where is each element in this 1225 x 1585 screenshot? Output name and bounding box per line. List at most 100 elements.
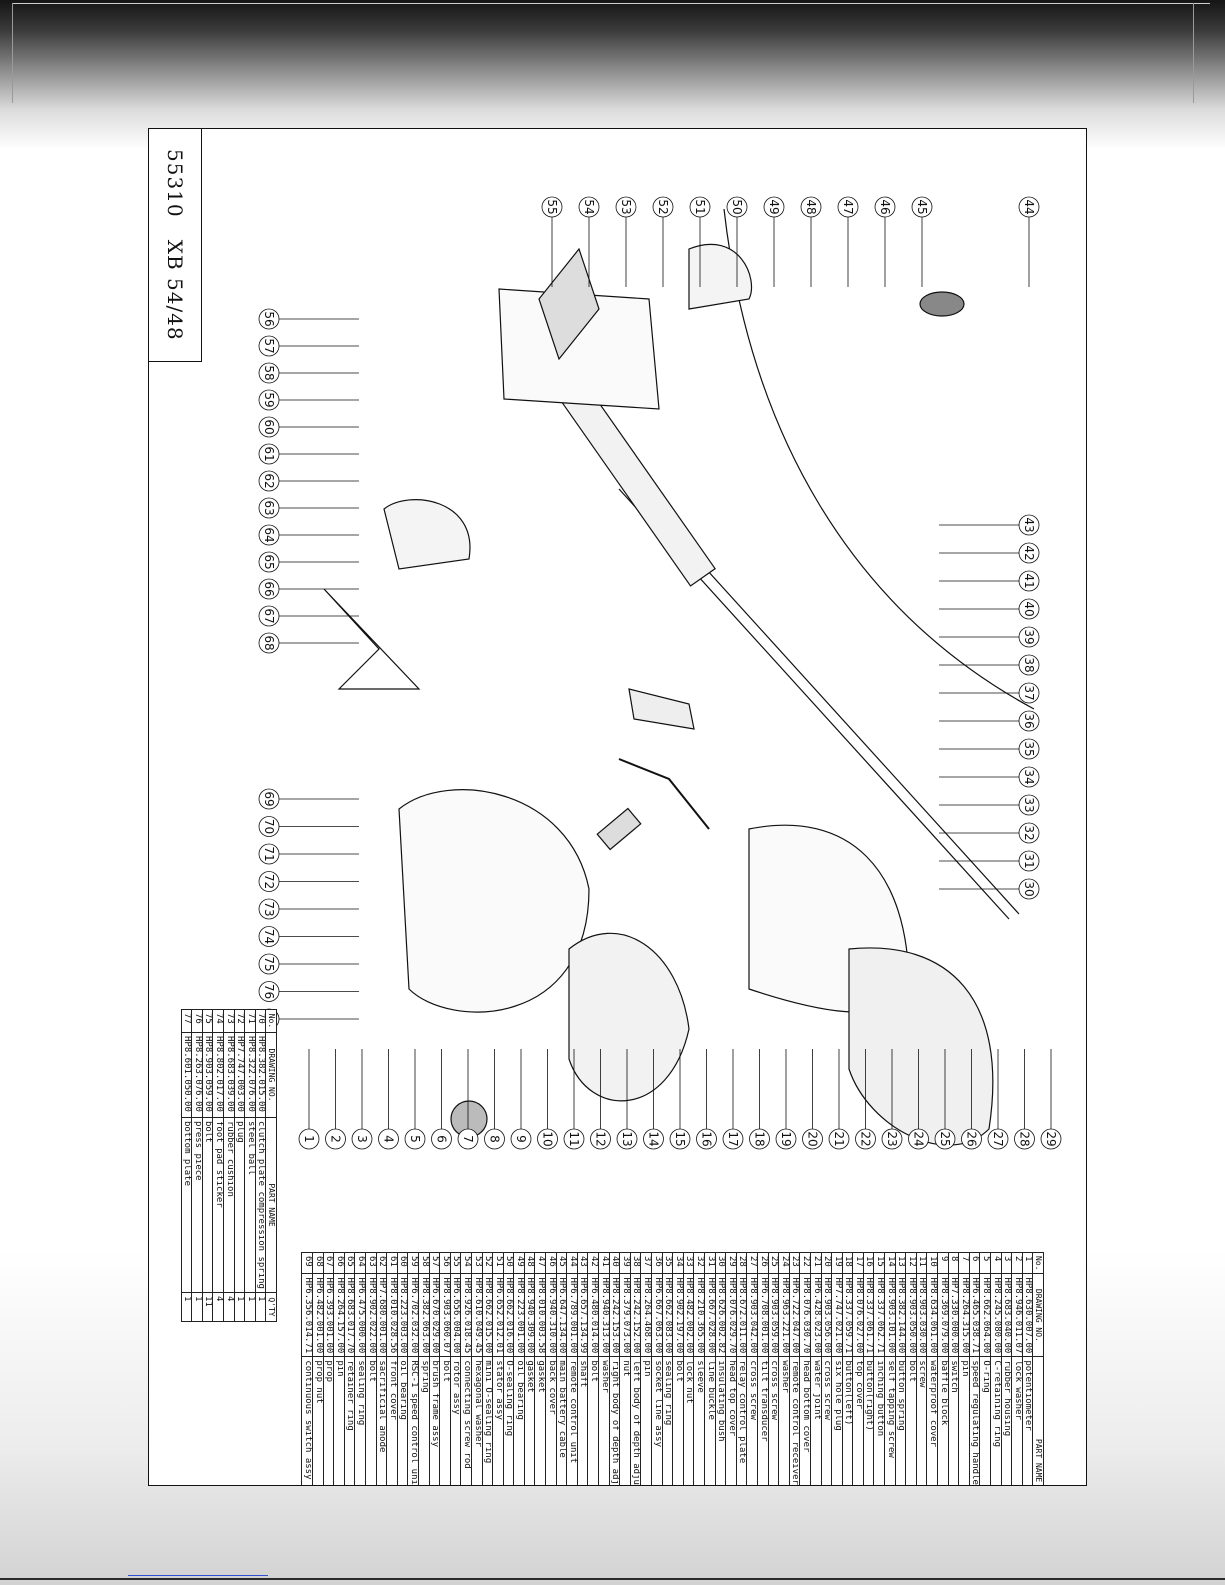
- callout-balloon: [722, 1128, 744, 1150]
- cell-no: 42: [587, 1252, 599, 1274]
- callout-number: 23: [885, 1131, 899, 1146]
- cell-part-name: main battery cable: [556, 1356, 567, 1485]
- cell-drawing-no: HP7.330.000.00: [948, 1273, 959, 1357]
- cell-part-name: clutch plate compression spring: [255, 1117, 266, 1293]
- callout-number: 37: [1022, 685, 1036, 700]
- cell-no: 59: [407, 1252, 419, 1274]
- callout-balloon: [258, 578, 280, 600]
- callout-number: 4: [382, 1135, 396, 1143]
- callout-number: 73: [262, 901, 276, 916]
- callout-number: 27: [991, 1131, 1005, 1146]
- cell-part-name: cross screw: [821, 1356, 832, 1485]
- callout-number: 63: [262, 500, 276, 515]
- callout-balloon: [1018, 766, 1040, 788]
- callout-number: 76: [262, 984, 276, 999]
- cell-drawing-no: HP8.322.076.00: [244, 1032, 256, 1118]
- callout-balloon: [1018, 514, 1040, 536]
- footer-link-underline[interactable]: [128, 1575, 268, 1576]
- cell-part-name: connecting screw rod: [460, 1356, 472, 1485]
- cell-part-name: C-retaining ring: [990, 1356, 1002, 1485]
- cell-part-name: sleeve: [693, 1356, 705, 1485]
- cell-no: 61: [386, 1252, 398, 1274]
- callout-balloon: [652, 196, 674, 218]
- callout-balloon: [258, 871, 280, 892]
- cell-drawing-no: HP6.465.038.71: [969, 1273, 980, 1357]
- callout-number: 21: [832, 1131, 846, 1146]
- cell-no: 38: [630, 1252, 641, 1274]
- cell-part-name: head top cover: [725, 1356, 737, 1485]
- cell-drawing-no: HP8.662.064.00: [979, 1273, 991, 1357]
- cell-part-name: rotor assy: [450, 1356, 461, 1485]
- cell-part-name: mini O-sealing ring: [482, 1356, 493, 1485]
- cell-part-name: gasket: [535, 1356, 546, 1485]
- cell-no: 75: [202, 1009, 213, 1033]
- callout-number: 58: [262, 365, 276, 380]
- cell-no: 58: [418, 1252, 430, 1274]
- cell-drawing-no: HP8.337.062.71: [874, 1273, 885, 1357]
- callout-balloon: [258, 788, 280, 810]
- cell-drawing-no: HP8.903.042.00: [746, 1273, 758, 1357]
- callout-number: 56: [262, 311, 276, 326]
- cell-no: 24: [778, 1252, 790, 1274]
- cell-part-name: bolt: [365, 1356, 377, 1485]
- cell-drawing-no: HP8.903.050.00: [905, 1273, 917, 1357]
- cell-no: 66: [333, 1252, 345, 1274]
- callout-number: 75: [262, 956, 276, 971]
- callout-number: 47: [841, 199, 855, 214]
- cell-part-name: self tapping screw: [884, 1356, 896, 1485]
- cell-qty: 1: [181, 1292, 192, 1322]
- cell-drawing-no: HP7.680.001.00: [376, 1273, 387, 1357]
- cell-part-name: remote control receiver: [789, 1356, 800, 1485]
- cell-drawing-no: HP8.926.018.45: [460, 1273, 472, 1357]
- cell-drawing-no: HP8.010.003.58: [535, 1273, 546, 1357]
- callout-number: 41: [1022, 573, 1036, 588]
- cell-part-name: insulating bush: [715, 1356, 726, 1485]
- cell-drawing-no: HP6.657.134.99: [577, 1273, 588, 1357]
- callout-number: 35: [1022, 741, 1036, 756]
- cell-drawing-no: HP8.903.059.00: [202, 1032, 213, 1118]
- callout-number: 60: [262, 419, 276, 434]
- cell-no: 32: [693, 1252, 705, 1274]
- callout-balloon: [258, 898, 280, 920]
- cell-part-name: rubber housing: [1001, 1356, 1012, 1485]
- cell-part-name: steel ball: [244, 1117, 256, 1293]
- callout-balloon: [1018, 738, 1040, 760]
- cell-drawing-no: HP6.708.001.00: [757, 1273, 769, 1357]
- cell-qty: 1: [234, 1292, 245, 1322]
- cell-part-name: right body of depth adjustment collar: [609, 1356, 620, 1485]
- cell-part-name: water joint: [810, 1356, 822, 1485]
- cell-no: 3: [1001, 1252, 1012, 1274]
- callout-number: 32: [1022, 825, 1036, 840]
- cell-drawing-no: HP8.902.197.00: [672, 1273, 684, 1357]
- cell-part-name: bolt: [672, 1356, 684, 1485]
- cell-drawing-no: HP8.802.017.00: [212, 1032, 224, 1118]
- callout-number: 54: [582, 199, 596, 214]
- cell-no: 12: [905, 1252, 917, 1274]
- callout-balloon: [696, 1128, 717, 1150]
- cell-no: 47: [535, 1252, 546, 1274]
- drawing-sheet: 55310 XB 54/48: [148, 128, 1087, 1486]
- cell-part-name: bolt: [202, 1117, 213, 1293]
- col-header-no: No.: [265, 1009, 277, 1033]
- title-block: [149, 129, 202, 362]
- cell-part-name: cross screw: [768, 1356, 779, 1485]
- cell-drawing-no: HP8.903.101.00: [884, 1273, 896, 1357]
- callout-number: 12: [594, 1131, 608, 1146]
